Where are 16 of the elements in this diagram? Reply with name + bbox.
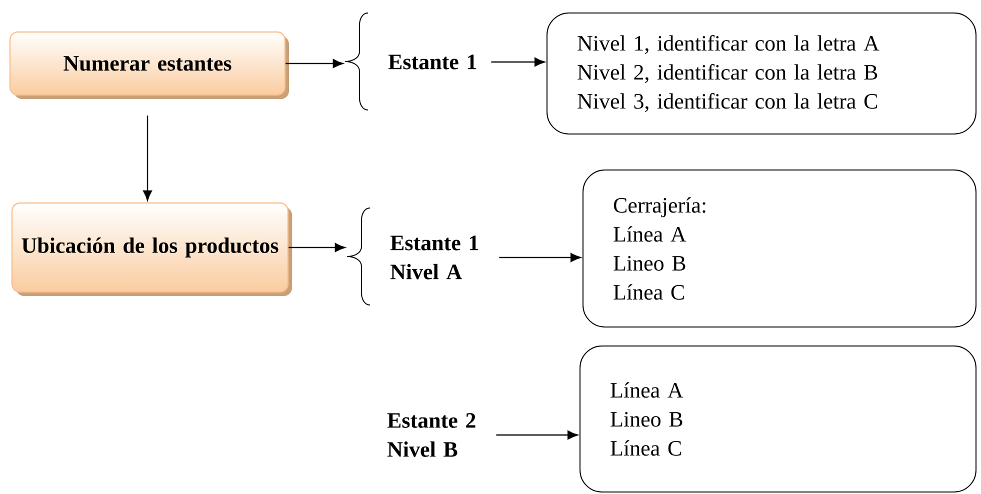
arrow (499, 253, 581, 262)
curly-brace (346, 208, 370, 306)
shelf-label: Estante 2 Nivel B (387, 413, 476, 457)
rounded-box: Cerrajería: Línea A Lineo B Línea C (582, 170, 976, 328)
arrow (288, 243, 346, 252)
process-box: Ubicación de los productos (11, 202, 292, 296)
arrow (491, 58, 545, 66)
arrow (496, 430, 578, 440)
shelf-label: Estante 1 (388, 54, 476, 70)
arrow (143, 116, 152, 201)
shelf-label: Estante 1 Nivel A (390, 236, 478, 280)
rounded-box: Nivel 1, identificar con la letra A Nivel 2, identificar con la letra B Nivel 3, identificar con la letra C (546, 12, 976, 134)
arrow (286, 59, 344, 68)
rounded-box: Línea A Lineo B Línea C (580, 346, 976, 492)
process-box: Numerar estantes (9, 31, 290, 99)
curly-brace (344, 12, 368, 110)
